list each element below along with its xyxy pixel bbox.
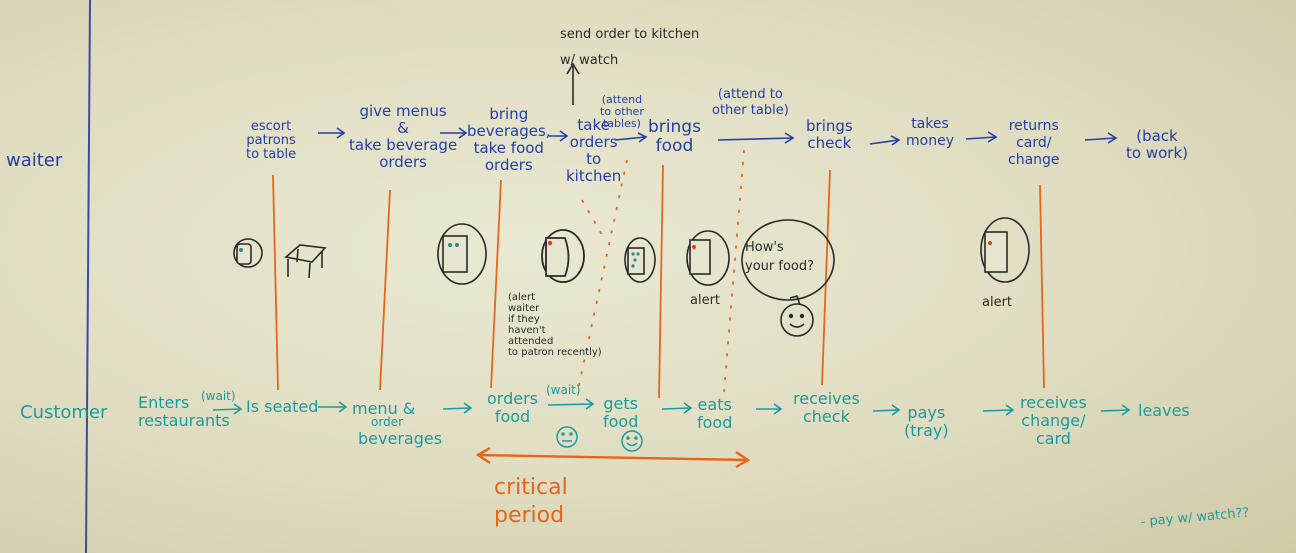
up-arrow xyxy=(566,62,580,105)
watch-sketch-1 xyxy=(233,238,263,268)
customer-arrows xyxy=(212,398,1131,416)
dotted-connectors xyxy=(577,149,745,393)
waiter-attend-note-1: (attend to other tables) xyxy=(600,93,644,130)
alert-label-1: alert xyxy=(690,293,721,308)
waiter-step-takes-money: takes money xyxy=(906,116,954,149)
waiter-step-menus: give menus & take beverage orders xyxy=(349,102,458,171)
happy-face xyxy=(621,430,643,452)
waiter-step-back: (back to work) xyxy=(1126,127,1188,162)
critical-period-arrow xyxy=(475,446,751,469)
alert-label-2: alert xyxy=(982,295,1013,310)
waiter-attend-note-2: (attend to other table) xyxy=(712,87,789,118)
neutral-face xyxy=(556,426,578,448)
customer-step-receives-change: receives change/ card xyxy=(1020,393,1087,448)
waiter-step-take-orders: take orders to kitchen xyxy=(566,116,622,185)
customer-step-beverages: beverages xyxy=(358,429,443,448)
smiley-face xyxy=(780,303,814,337)
watch-sketch-4 xyxy=(624,237,656,283)
speech-bubble xyxy=(741,219,835,306)
critical-period-label: critical period xyxy=(494,475,568,528)
waiter-step-returns: returns card/ change xyxy=(1008,118,1060,168)
waiter-step-brings-check: brings check xyxy=(806,117,853,152)
customer-step-receives-check: receives check xyxy=(793,389,860,426)
customer-wait-1: (wait) xyxy=(201,389,236,403)
customer-step-leaves: leaves xyxy=(1138,401,1190,420)
customer-step-enters: Enters restaurants xyxy=(138,393,230,430)
table-sketch xyxy=(284,244,327,279)
top-note: send order to kitchen w/ watch xyxy=(560,27,700,68)
alert-note: (alert waiter if they haven't attended t… xyxy=(508,292,602,358)
customer-step-seated: Is seated xyxy=(246,397,319,416)
customer-step-menu: menu & xyxy=(352,399,416,418)
watch-sketch-6 xyxy=(980,217,1030,283)
waiter-row-label: waiter xyxy=(6,150,63,171)
waiter-arrows xyxy=(318,127,1118,146)
customer-step-order: order xyxy=(371,415,403,429)
watch-sketch-2 xyxy=(437,223,487,285)
customer-step-eats-food: eats food xyxy=(697,395,733,432)
waiter-step-escort: escort patrons to table xyxy=(246,119,297,162)
customer-step-gets-food: gets food xyxy=(603,394,639,431)
waiter-step-brings-food: brings food xyxy=(648,117,701,156)
lane-divider xyxy=(85,0,91,553)
customer-step-orders-food: orders food xyxy=(487,389,538,426)
speech-text: How's your food? xyxy=(745,240,814,274)
timeline-connectors xyxy=(272,164,1045,399)
customer-step-pays: pays (tray) xyxy=(904,403,949,440)
watch-sketch-5 xyxy=(686,230,730,286)
customer-wait-2: (wait) xyxy=(546,383,581,397)
waiter-step-beverages: bring beverages, take food orders xyxy=(467,105,551,174)
watch-sketch-3 xyxy=(541,229,585,283)
customer-row-label: Customer xyxy=(20,402,108,423)
